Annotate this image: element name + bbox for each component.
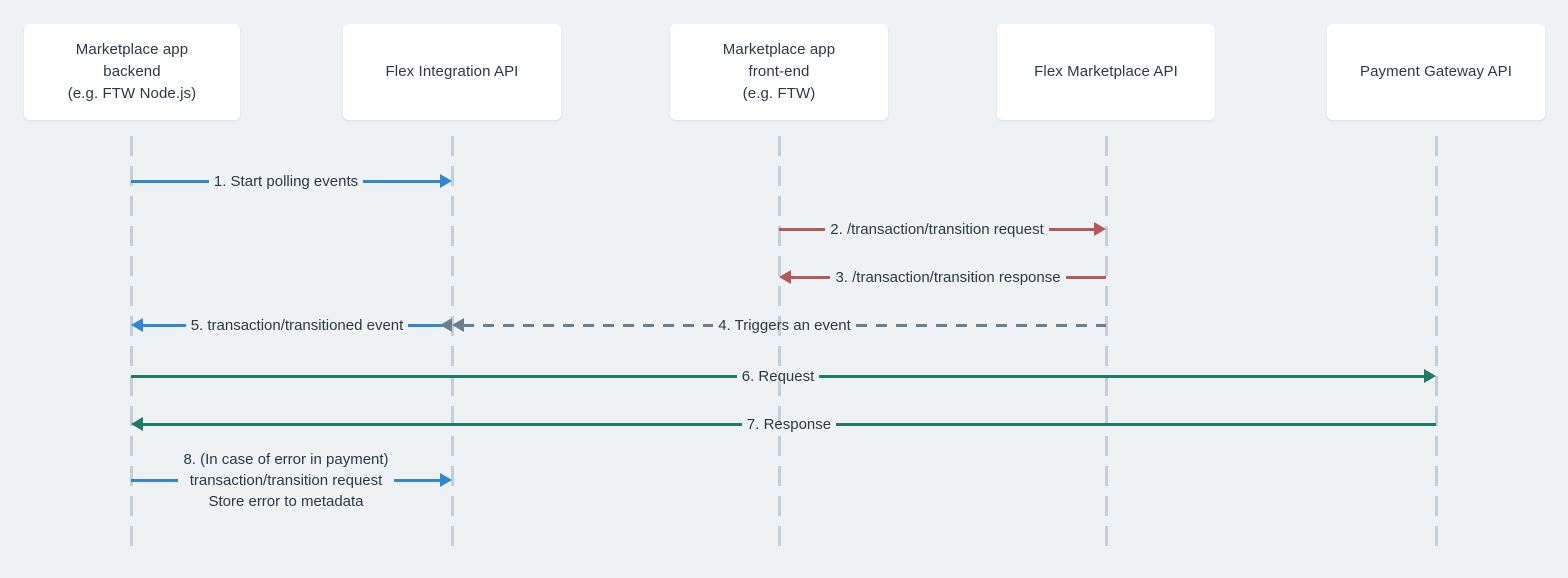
message-line-left [131, 374, 737, 378]
message-line-left [790, 275, 831, 279]
participant-label: Payment Gateway API [1360, 63, 1512, 80]
message-line-right [408, 323, 453, 327]
message-m3: 3. /transaction/transition response [779, 255, 1106, 299]
message-m1: 1. Start polling events [131, 159, 453, 203]
lifeline-backend [129, 136, 133, 554]
message-line-right [393, 478, 441, 482]
arrowhead-left-icon-event [440, 318, 452, 332]
message-label: 7. Response [746, 415, 832, 433]
message-label: 1. Start polling events [213, 172, 359, 190]
participant-label: Marketplace app backend (e.g. FTW Node.j… [67, 41, 197, 102]
lifeline-integration-api [450, 136, 454, 554]
participant-marketplace-api: Flex Marketplace API [997, 24, 1215, 120]
lifeline-frontend [777, 136, 781, 554]
message-line-right [363, 179, 442, 183]
message-line-left [142, 323, 186, 327]
participant-frontend: Marketplace app front-end (e.g. FTW) [670, 24, 888, 120]
arrowhead-right-icon [440, 473, 452, 487]
message-label: 4. Triggers an event [718, 316, 851, 334]
message-line-right [819, 374, 1426, 378]
participant-label: Flex Marketplace API [1034, 63, 1178, 80]
message-line-left [779, 227, 826, 231]
message-line-left [142, 422, 742, 426]
message-m5: 5. transaction/transitioned event [131, 303, 453, 347]
arrowhead-left-icon [131, 417, 143, 431]
message-label: 3. /transaction/transition response [835, 268, 1061, 286]
participant-label: Flex Integration API [385, 63, 519, 80]
message-line-right [836, 422, 1437, 426]
message-line-right [855, 323, 1107, 327]
participant-payment-gateway: Payment Gateway API [1327, 24, 1545, 120]
message-line-left [131, 478, 179, 482]
lifeline-marketplace-api [1104, 136, 1108, 554]
message-line-left [131, 179, 209, 183]
message-m2: 2. /transaction/transition request [779, 207, 1107, 251]
message-label: 8. (In case of error in payment) transac… [183, 450, 389, 510]
message-label: 6. Request [741, 367, 815, 385]
message-line-right [1048, 227, 1096, 231]
message-line-left [463, 323, 714, 327]
message-m6: 6. Request [131, 354, 1437, 398]
message-label: 2. /transaction/transition request [830, 220, 1044, 238]
arrowhead-left-icon [452, 318, 464, 332]
message-m7: 7. Response [131, 402, 1437, 446]
arrowhead-right-icon [440, 174, 453, 188]
arrowhead-right-icon [1094, 222, 1107, 236]
message-m8: 8. (In case of error in payment) transac… [131, 432, 452, 528]
participant-label: Marketplace app front-end (e.g. FTW) [722, 41, 836, 102]
participant-backend: Marketplace app backend (e.g. FTW Node.j… [24, 24, 240, 120]
arrowhead-left-icon [779, 270, 791, 284]
message-line-right [1065, 275, 1106, 279]
participant-integration-api: Flex Integration API [343, 24, 561, 120]
lifeline-payment-gateway [1434, 136, 1438, 554]
arrowhead-left-icon [131, 318, 143, 332]
arrowhead-right-icon [1424, 369, 1437, 383]
message-m4: 4. Triggers an event [452, 303, 1107, 347]
message-label: 5. transaction/transitioned event [190, 316, 404, 334]
